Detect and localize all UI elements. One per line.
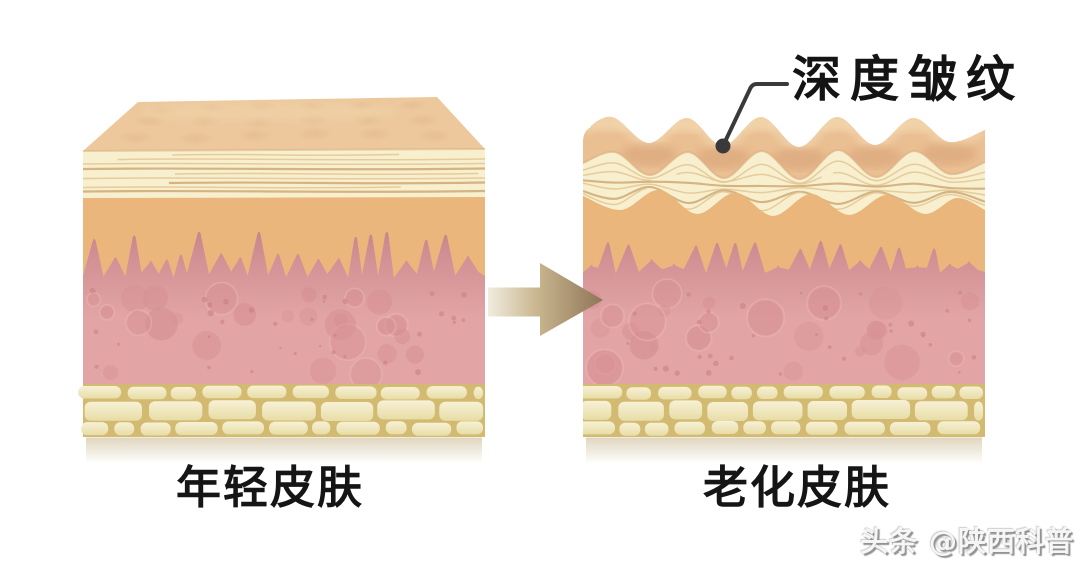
young-skin-label: 年轻皮肤 [175,461,364,514]
young-stratum-corneum-layer [82,148,486,198]
transition-arrow-icon [488,263,603,336]
aged-skin-label: 老化皮肤 [702,461,891,514]
annotation-leader-line [715,82,789,154]
young-skin-block [78,97,486,437]
aged-skin-block [583,116,985,437]
young-top-surface [83,97,485,151]
annotation-dot-icon [715,138,731,154]
aged-block-reflection [586,437,982,464]
aged-stratum-corneum-layer [583,148,985,217]
young-fat-layer [78,384,485,437]
deep-wrinkles-label: 深度皱纹 [792,51,1025,108]
aged-fat-layer [583,384,985,437]
young-block-reflection [86,437,482,464]
watermark-text: 头条 @陕西科普 [860,525,1074,558]
